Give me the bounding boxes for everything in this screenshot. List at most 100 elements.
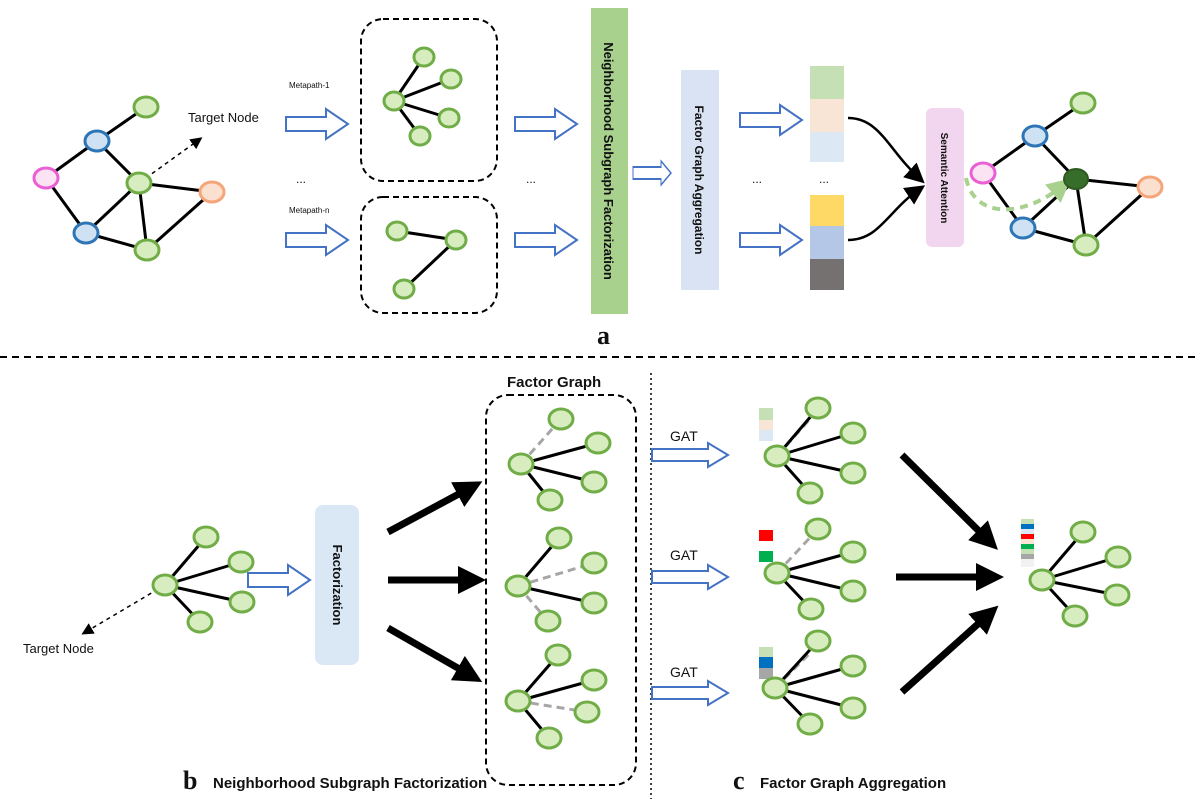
node xyxy=(839,540,867,564)
hollow-arrow xyxy=(651,442,729,468)
blue-node xyxy=(83,129,111,153)
updated-target-node xyxy=(1063,168,1089,190)
hollow-arrow xyxy=(739,224,803,256)
gat-label-1: GAT xyxy=(670,428,698,444)
node xyxy=(573,700,601,724)
gat-label-3: GAT xyxy=(670,664,698,680)
node xyxy=(392,278,416,300)
panel-a-letter: a xyxy=(597,321,610,350)
node xyxy=(1104,545,1132,569)
semantic-attention-label: Semantic Attention xyxy=(938,133,949,224)
node xyxy=(797,597,825,621)
neighborhood-factorization-box xyxy=(591,8,628,314)
node xyxy=(545,526,573,550)
node xyxy=(580,591,608,615)
target-node xyxy=(125,171,153,195)
node xyxy=(1069,520,1097,544)
center-node xyxy=(507,452,535,476)
node xyxy=(584,431,612,455)
center-node xyxy=(504,574,532,598)
node xyxy=(534,609,562,633)
concatenated-embedding xyxy=(1021,519,1034,567)
aggregated-graph-1 xyxy=(759,396,867,505)
aggregated-graph-2 xyxy=(759,517,867,621)
final-aggregated-graph xyxy=(1021,519,1132,628)
node xyxy=(796,712,824,736)
hollow-arrow xyxy=(514,108,578,140)
node xyxy=(839,579,867,603)
panel-b: Target Node Factorization Factor Graph xyxy=(23,374,637,795)
metapath-n-subgraph-box xyxy=(360,196,498,314)
panel-a: Target Node Metapath-1 ... Metapath-n xyxy=(32,8,1164,350)
hollow-arrow xyxy=(285,108,349,140)
blue-node xyxy=(1021,124,1049,148)
factor-graph-box xyxy=(485,394,637,786)
metapath-1-subgraph xyxy=(382,46,463,147)
node xyxy=(580,551,608,575)
hollow-arrow xyxy=(739,104,803,136)
node xyxy=(839,696,867,720)
panel-b-caption: Neighborhood Subgraph Factorization xyxy=(213,775,487,792)
factor-aggregation-label: Factor Graph Aggregation xyxy=(692,106,706,255)
panel-c-caption: Factor Graph Aggregation xyxy=(760,775,946,792)
hollow-arrow xyxy=(651,564,729,590)
input-graph: Target Node xyxy=(32,95,259,262)
node xyxy=(444,229,468,251)
factorization-box xyxy=(315,505,359,665)
panel-b-letter: b xyxy=(183,766,197,795)
node xyxy=(1072,233,1100,257)
node xyxy=(839,654,867,678)
hollow-arrow xyxy=(247,564,311,596)
node xyxy=(1069,91,1097,115)
hollow-arrow xyxy=(651,680,729,706)
aggregated-graph-3 xyxy=(759,629,867,736)
ellipsis: ... xyxy=(752,172,762,186)
metapath-n-subgraph xyxy=(385,220,468,300)
semantic-attention-box xyxy=(926,108,964,247)
center-node xyxy=(1028,568,1056,592)
center-node xyxy=(382,90,406,112)
panel-c-letter: c xyxy=(733,766,745,795)
metapath-1-label: Metapath-1 xyxy=(289,81,330,90)
metapath-1-subgraph-box xyxy=(360,18,498,182)
center-node xyxy=(763,561,791,585)
factorization-label: Factorization xyxy=(330,545,345,626)
pink-node xyxy=(969,161,997,185)
gat-label-2: GAT xyxy=(670,547,698,563)
node xyxy=(804,396,832,420)
node xyxy=(839,421,867,445)
orange-node xyxy=(198,180,226,204)
node xyxy=(535,726,563,750)
factor-aggregation-box xyxy=(681,70,719,290)
node xyxy=(439,68,463,90)
embedding-bar-top xyxy=(810,66,844,162)
node xyxy=(839,461,867,485)
factor-graph-title: Factor Graph xyxy=(507,374,601,391)
ellipsis: ... xyxy=(819,172,829,186)
node xyxy=(227,550,255,574)
node xyxy=(580,470,608,494)
node xyxy=(408,125,432,147)
node xyxy=(1103,583,1131,607)
metapath-n-label: Metapath-n xyxy=(289,206,329,215)
node xyxy=(412,46,436,68)
center-node xyxy=(761,676,789,700)
node xyxy=(437,107,461,129)
node xyxy=(385,220,409,242)
input-subgraph: Target Node xyxy=(23,525,256,656)
node xyxy=(132,95,160,119)
target-node-label: Target Node xyxy=(188,110,259,125)
node xyxy=(186,610,214,634)
embedding-bar-bottom xyxy=(810,195,844,290)
node xyxy=(536,488,564,512)
blue-node xyxy=(72,221,100,245)
blue-node xyxy=(1009,216,1037,240)
factor-graph-2 xyxy=(504,526,608,633)
aggregation-arrows xyxy=(896,452,1004,695)
hollow-arrow xyxy=(514,224,578,256)
center-node xyxy=(763,444,791,468)
node xyxy=(804,629,832,653)
center-node xyxy=(151,573,179,597)
node xyxy=(192,525,220,549)
